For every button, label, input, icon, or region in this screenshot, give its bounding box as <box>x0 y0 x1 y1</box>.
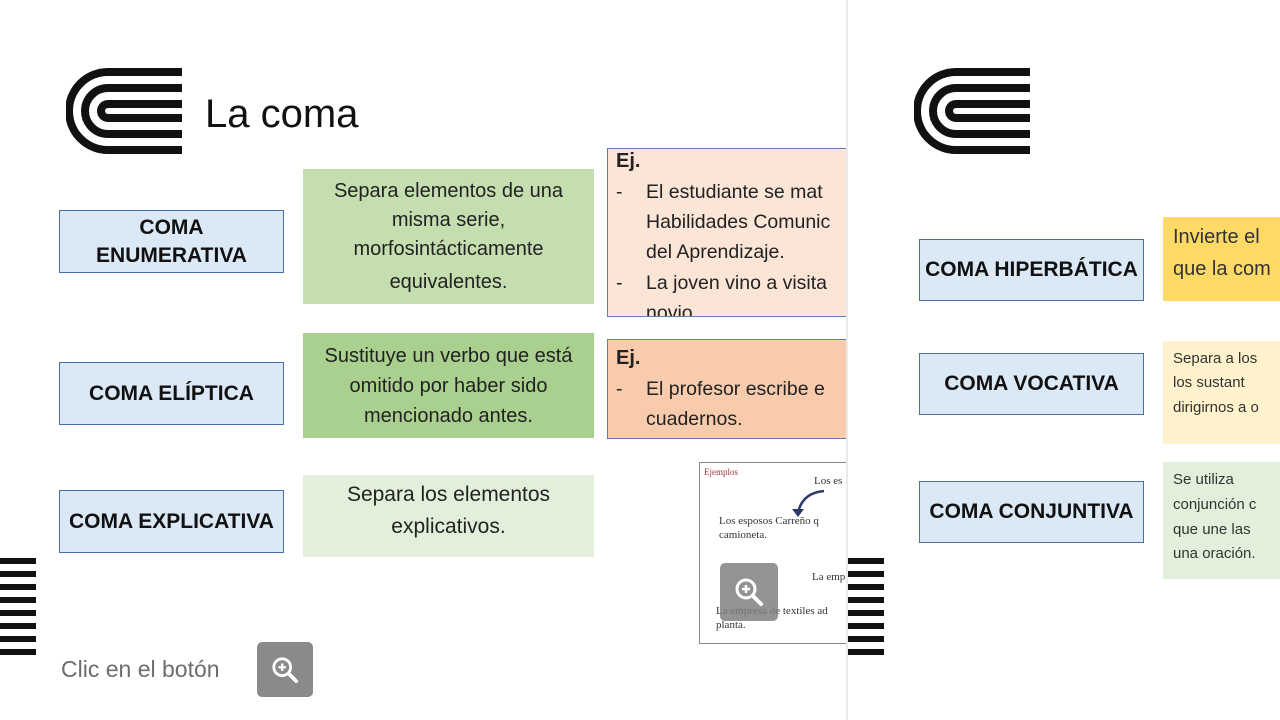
coma-eliptica-label: COMA ELÍPTICA <box>59 362 284 425</box>
coma-enumerativa-label: COMA ENUMERATIVA <box>59 210 284 273</box>
zoom-in-icon <box>272 656 299 683</box>
menu-stripes-icon <box>848 558 884 662</box>
coma-vocativa-label: COMA VOCATIVA <box>919 353 1144 415</box>
arrow-icon <box>792 489 825 517</box>
left-slide: La coma COMA ENUMERATIVA Separa elemento… <box>0 0 846 720</box>
click-instruction: Clic en el botón <box>61 656 220 682</box>
coma-eliptica-example: Ej. - El profesor escribe e cuadernos. <box>607 339 846 439</box>
coma-hiperbatica-description: Invierte el que la com <box>1163 217 1280 301</box>
thumbnail-zoom-button[interactable] <box>720 563 778 621</box>
logo-icon <box>914 68 1030 154</box>
coma-eliptica-description: Sustituye un verbo que está omitido por … <box>303 333 594 438</box>
coma-vocativa-description: Separa a los los sustant dirigirnos a o <box>1163 341 1280 444</box>
zoom-in-icon <box>735 578 763 606</box>
logo-icon <box>66 68 182 154</box>
right-slide: COMA HIPERBÁTICA Invierte el que la com … <box>848 0 1280 720</box>
examples-thumbnail[interactable]: Ejemplos Los es Los esposos Carreño q ca… <box>699 462 846 644</box>
page-title: La coma <box>205 92 359 136</box>
menu-stripes-icon <box>0 558 36 662</box>
coma-conjuntiva-label: COMA CONJUNTIVA <box>919 481 1144 543</box>
zoom-button[interactable] <box>257 642 313 697</box>
coma-conjuntiva-description: Se utiliza conjunción c que une las una … <box>1163 462 1280 579</box>
coma-explicativa-description: Separa los elementos explicativos. <box>303 475 594 557</box>
coma-enumerativa-description: Separa elementos de una misma serie, mor… <box>303 169 594 304</box>
coma-explicativa-label: COMA EXPLICATIVA <box>59 490 284 553</box>
coma-enumerativa-example: Ej. - El estudiante se mat Habilidades C… <box>607 148 846 317</box>
coma-hiperbatica-label: COMA HIPERBÁTICA <box>919 239 1144 301</box>
